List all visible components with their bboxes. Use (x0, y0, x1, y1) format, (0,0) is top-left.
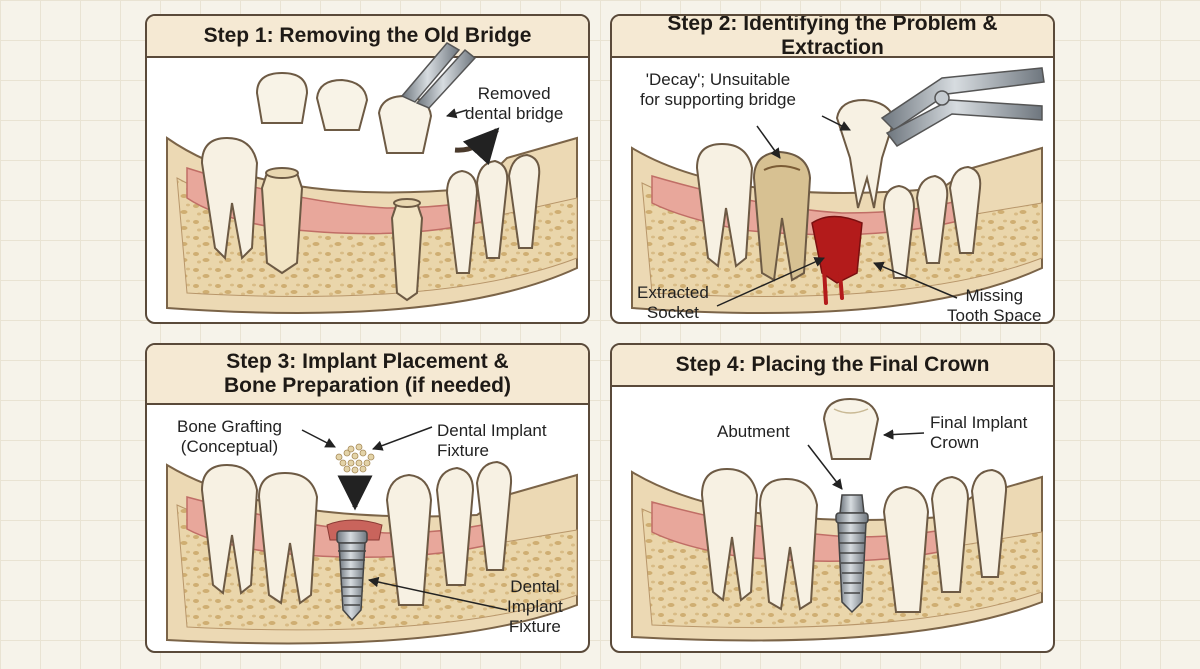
molar-teeth (700, 467, 819, 611)
prepared-abutment-tooth-right (390, 198, 424, 302)
abutment-label: Abutment (717, 422, 790, 441)
molar-tooth (200, 136, 259, 261)
crown-pointer (882, 429, 925, 440)
step-3-title: Step 3: Implant Placement & Bone Prepara… (147, 345, 588, 405)
removed-bridge-pointer (445, 108, 468, 119)
missing-space-label: Missing Tooth Space (947, 286, 1042, 324)
step-3-panel: Step 3: Implant Placement & Bone Prepara… (145, 343, 590, 653)
front-teeth (385, 460, 513, 606)
step-4-panel: Step 4: Placing the Final Crown (610, 343, 1055, 653)
decay-pointer-tooth (756, 125, 781, 159)
front-teeth (882, 165, 982, 279)
removed-bridge-label: Removed dental bridge (465, 84, 564, 123)
extracted-tooth (835, 98, 896, 209)
step-1-panel: Step 1: Removing the Old Bridge (145, 14, 590, 324)
dental-forceps-icon (400, 42, 477, 109)
removal-arrow (454, 127, 500, 166)
implant-fixture-top-label: Dental Implant Fixture (437, 421, 547, 460)
prepared-abutment-tooth-left (260, 167, 304, 275)
front-teeth (882, 468, 1008, 613)
step-2-title: Step 2: Identifying the Problem & Extrac… (612, 16, 1053, 59)
extracted-socket-label: Extracted Socket (637, 283, 709, 322)
step-4-title: Step 4: Placing the Final Crown (612, 345, 1053, 387)
decay-label: 'Decay'; Unsuitable for supporting bridg… (640, 70, 796, 109)
removed-bridge-crowns (255, 71, 433, 154)
bone-graft-particles-icon (335, 443, 375, 474)
front-teeth (445, 153, 541, 274)
socket-pointer (716, 257, 825, 307)
graft-pointer (301, 429, 336, 448)
implant-top-pointer (372, 426, 433, 451)
bone-grafting-label: Bone Grafting (Conceptual) (177, 417, 282, 456)
decay-pointer-extracted (821, 115, 851, 131)
molar-teeth (200, 463, 319, 605)
final-crown-label: Final Implant Crown (930, 413, 1028, 452)
implant-bottom-pointer (367, 576, 508, 611)
molar-tooth (695, 142, 754, 268)
step-2-panel: Step 2: Identifying the Problem & Extrac… (610, 14, 1055, 324)
implant-fixture-bottom-label: Dental Implant Fixture (507, 577, 563, 636)
missing-space-pointer (873, 261, 958, 299)
dental-implant-icon (835, 494, 869, 614)
dental-forceps-icon (880, 67, 1045, 147)
step-1-title: Step 1: Removing the Old Bridge (147, 16, 588, 58)
dental-implant-icon (336, 530, 368, 622)
decayed-tooth (752, 150, 812, 282)
abutment-pointer (807, 444, 843, 490)
tooth-crown-icon (822, 397, 880, 460)
